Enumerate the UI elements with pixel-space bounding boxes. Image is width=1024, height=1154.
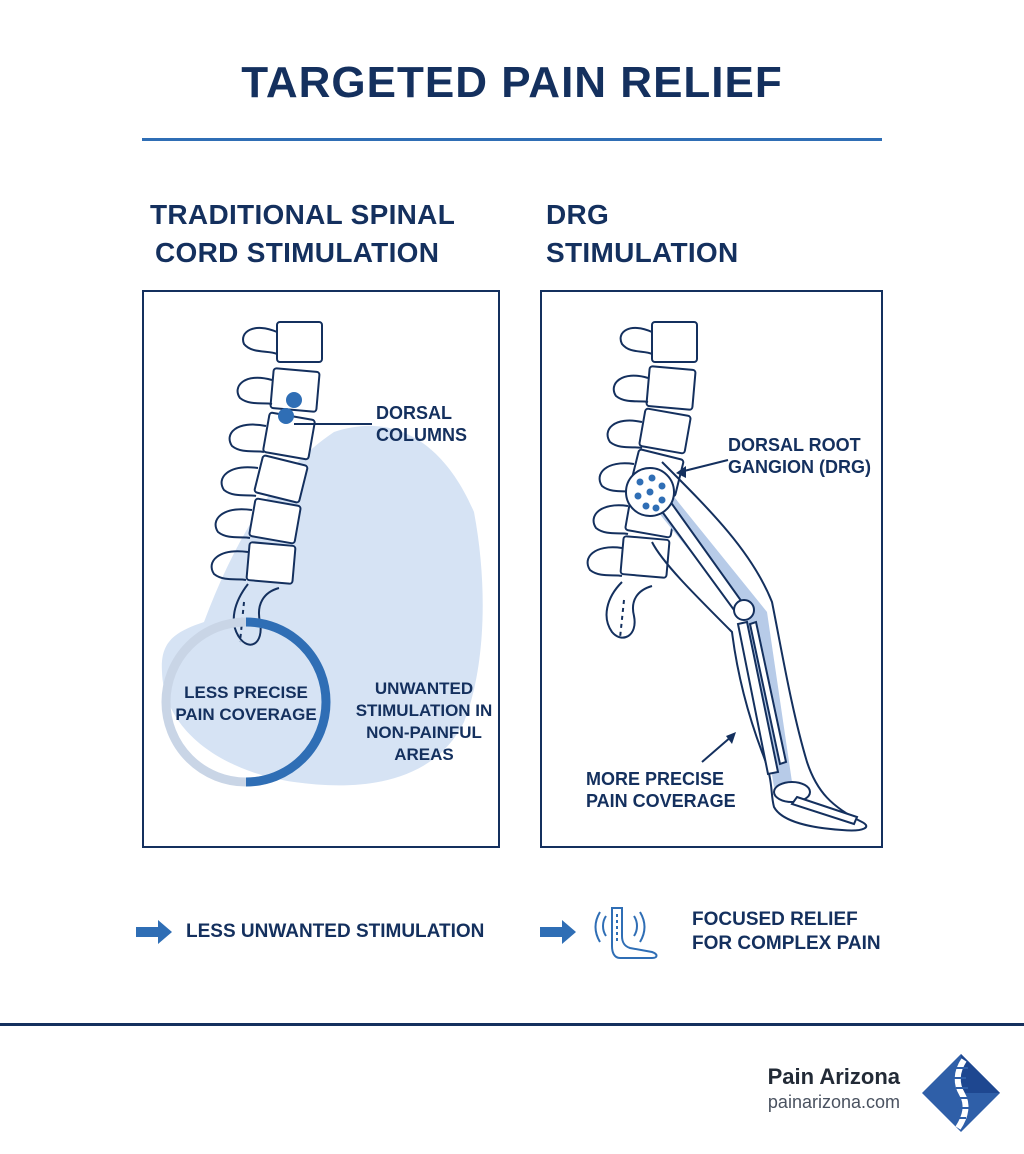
spinal-tail-dash [239, 601, 245, 643]
less-precise-label: LESS PRECISE PAIN COVERAGE [175, 683, 317, 724]
left-heading-line1: TRADITIONAL SPINAL [150, 199, 456, 230]
drg-pointer-arrowhead [676, 466, 686, 478]
more-precise-label: MORE PRECISE PAIN COVERAGE [586, 769, 736, 811]
drg-label: DORSAL ROOT GANGION (DRG) [728, 435, 871, 477]
drg-illustration [586, 321, 868, 832]
drg-panel: DORSAL ROOT GANGION (DRG) MORE PRECISE P… [540, 290, 883, 848]
right-heading-line2: STIMULATION [546, 237, 739, 268]
coverage-pointer-arrowhead [726, 732, 736, 744]
spine-processes [210, 326, 280, 646]
spine-logo-icon [922, 1054, 1000, 1132]
foot-vibration-icon [594, 907, 658, 959]
unwanted-coverage-area [161, 425, 483, 786]
footer-divider [0, 1023, 1024, 1026]
bottom-item-less-unwanted: LESS UNWANTED STIMULATION [186, 921, 485, 942]
drg-pointer-line [679, 459, 729, 473]
dorsal-columns-label: DORSAL COLUMNS [376, 403, 467, 445]
dorsal-column-dot [278, 408, 294, 424]
spine-processes [586, 326, 653, 639]
coverage-pointer-line [701, 735, 733, 763]
right-arrow-icon [136, 920, 172, 944]
brand-url: painarizona.com [767, 1092, 900, 1112]
left-heading: TRADITIONAL SPINAL CORD STIMULATION [150, 196, 455, 272]
right-heading: DRG STIMULATION [546, 196, 739, 272]
spinal-tail-dash [619, 599, 625, 639]
scs-illustration [161, 321, 483, 787]
leg-outline [651, 461, 868, 832]
brand-name: Pain Arizona [767, 1064, 900, 1089]
drg-cells [634, 474, 666, 512]
right-arrow-icon [540, 920, 576, 944]
scs-panel: DORSAL COLUMNS LESS PRECISE PAIN COVERAG… [142, 290, 500, 848]
title-divider [142, 138, 882, 141]
leg-bones [656, 495, 859, 826]
spine-vertebrae [245, 321, 323, 585]
left-heading-line2: CORD STIMULATION [155, 237, 440, 268]
bottom-item-focused-relief: FOCUSED RELIEF FOR COMPLEX PAIN [692, 909, 881, 954]
unwanted-stimulation-label: UNWANTED STIMULATION IN NON-PAINFUL AREA… [355, 679, 493, 764]
dorsal-column-dot [286, 392, 302, 408]
right-heading-line1: DRG [546, 199, 610, 230]
coverage-ring-fill [245, 617, 331, 787]
page-title: TARGETED PAIN RELIEF [241, 58, 783, 107]
